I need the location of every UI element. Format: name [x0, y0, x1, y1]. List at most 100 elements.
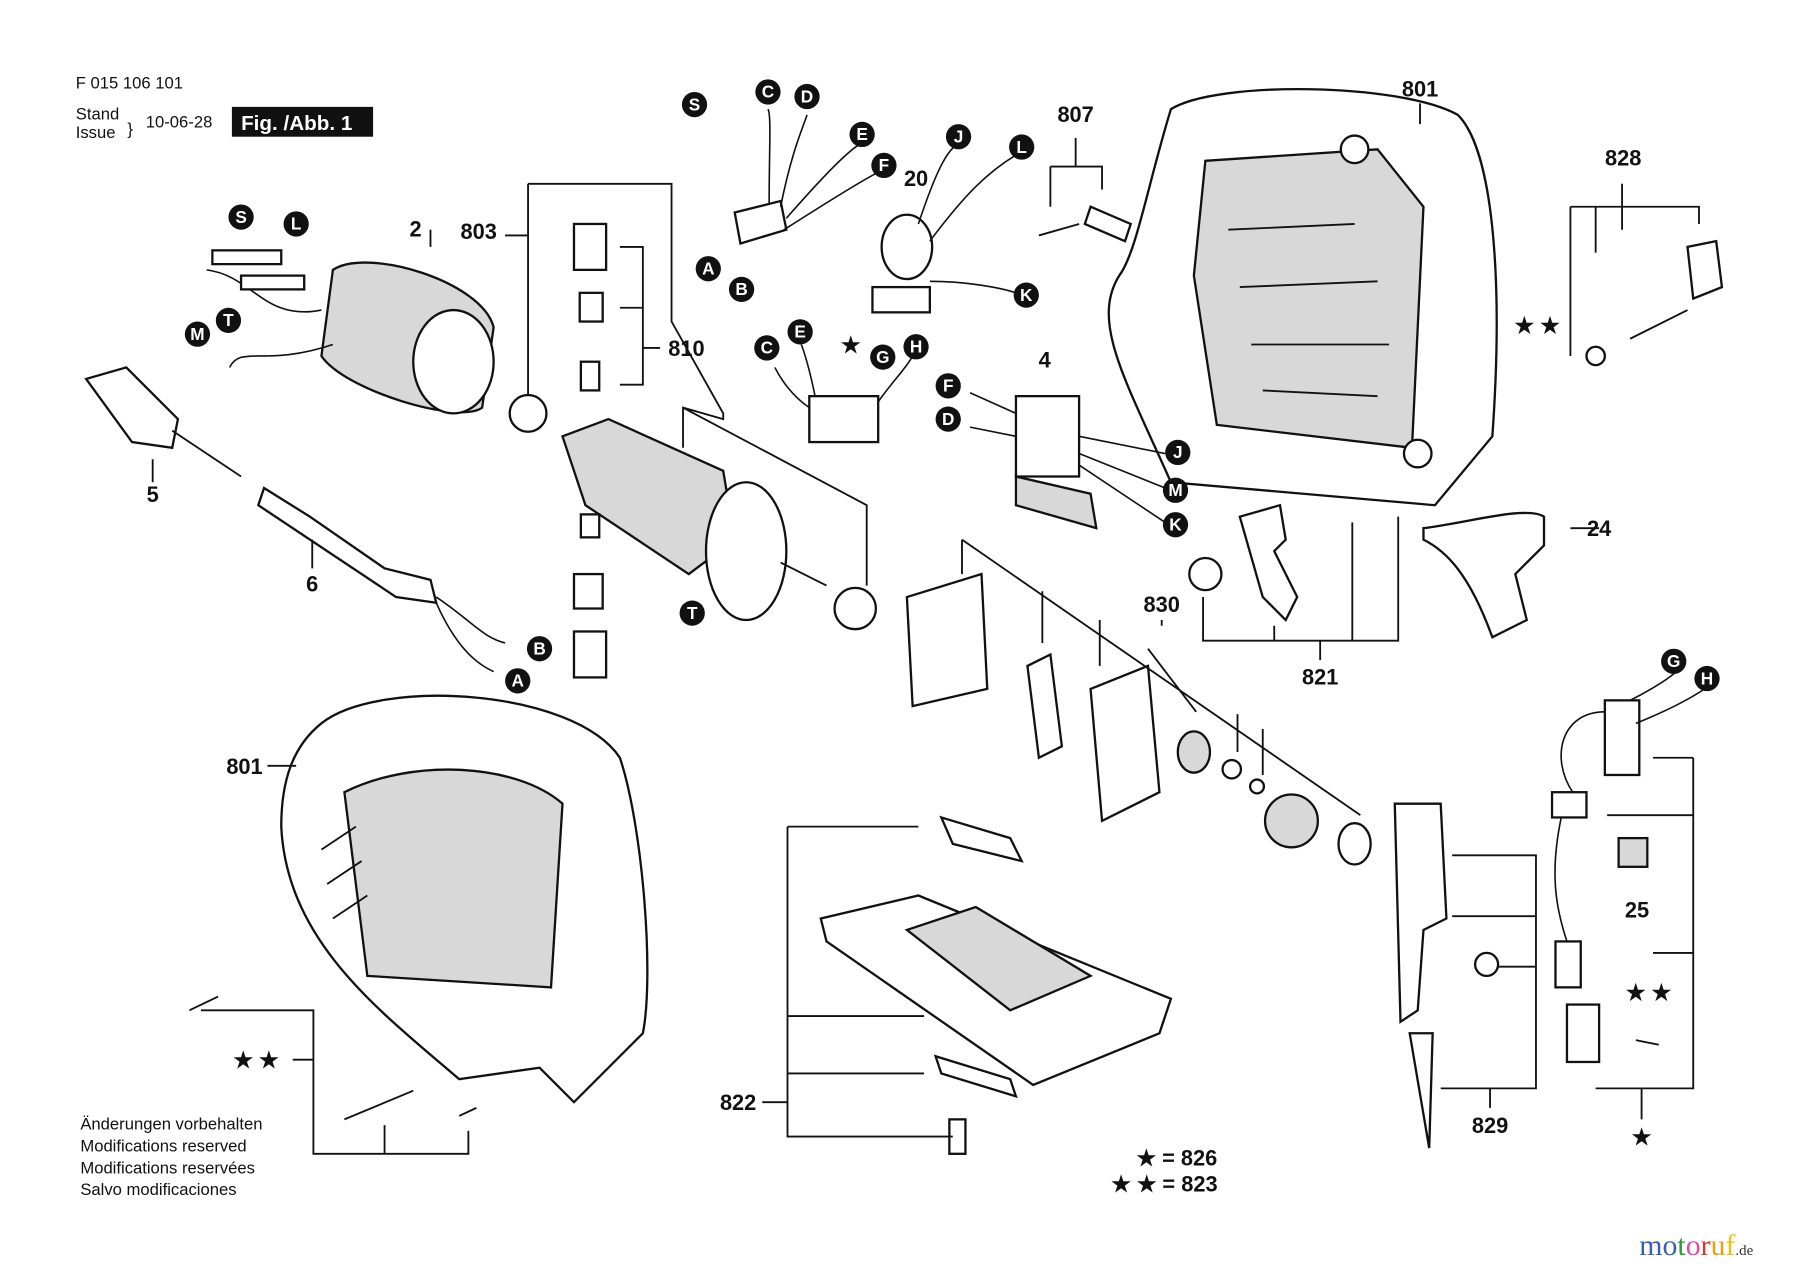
callout-e-circle	[849, 121, 875, 148]
legend-double-star: ★ ★ = 823	[1111, 1172, 1217, 1197]
callout-c: C	[761, 338, 773, 358]
part-number-5: 5	[147, 482, 159, 507]
callout-f-circle	[935, 373, 961, 399]
callout-k: K	[1169, 514, 1182, 534]
part-number-822: 822	[720, 1090, 756, 1115]
callout-b-circle	[728, 276, 755, 303]
part-number-830: 830	[1144, 592, 1180, 617]
star-marker: ★	[1632, 1125, 1652, 1150]
callout-c-circle	[755, 79, 781, 105]
armature	[561, 417, 827, 622]
callout-t-circle	[679, 600, 705, 626]
gear-assembly	[905, 572, 1372, 866]
part-number-810: 810	[668, 336, 704, 361]
part-number-20: 20	[904, 166, 928, 191]
part-number: F 015 106 101	[76, 73, 183, 92]
pendulum-lever	[1238, 503, 1299, 622]
callout-k-circle	[1013, 282, 1039, 308]
callout-h-circle	[903, 334, 929, 360]
wire-connectors	[733, 108, 879, 245]
callout-l: L	[291, 214, 302, 234]
power-cord	[84, 366, 242, 478]
callout-c-circle	[754, 335, 780, 361]
figure-badge	[231, 106, 374, 137]
callout-t-circle	[215, 307, 242, 334]
callout-b: B	[533, 638, 545, 658]
note-de: Änderungen vorbehalten	[80, 1115, 262, 1134]
legend-single-star: ★ = 826	[1136, 1145, 1217, 1170]
housing-half-left	[280, 694, 649, 1104]
callout-t: T	[223, 310, 234, 330]
issue-label: Issue	[76, 123, 116, 142]
callout-h: H	[910, 337, 922, 357]
brushes	[572, 222, 608, 679]
note-en: Modifications reserved	[80, 1137, 246, 1156]
switch	[969, 391, 1166, 530]
plunger-assembly	[1393, 802, 1500, 1149]
suppressor-20	[871, 142, 1017, 314]
callout-j: J	[1173, 442, 1183, 462]
callout-g-circle	[1661, 648, 1687, 674]
stator	[206, 249, 495, 415]
callout-l: L	[1016, 137, 1027, 157]
callout-j-circle	[1165, 439, 1191, 466]
callout-d-circle	[935, 406, 961, 432]
callout-l-circle	[1009, 134, 1035, 160]
part-number-821: 821	[1302, 664, 1338, 689]
bearing-lower	[833, 586, 878, 631]
callout-e-circle	[787, 319, 813, 345]
part-number-801: 801	[1402, 77, 1438, 102]
callout-k: K	[1020, 285, 1033, 305]
note-es: Salvo modificaciones	[80, 1180, 236, 1199]
callout-e: E	[794, 322, 805, 342]
callout-g: G	[876, 347, 889, 367]
part-number-6: 6	[306, 571, 318, 596]
callout-a-circle	[695, 256, 721, 282]
part-number-24: 24	[1587, 516, 1611, 541]
callout-j: J	[954, 126, 964, 146]
callout-s-circle	[228, 204, 254, 230]
stand-label: Stand	[76, 104, 119, 123]
callout-l-circle	[283, 211, 309, 237]
cable-sleeve	[256, 486, 506, 673]
issue-date: 10-06-28	[146, 113, 213, 132]
part-number-828: 828	[1605, 145, 1641, 170]
screws	[189, 995, 1659, 1121]
callout-d: D	[942, 409, 954, 429]
part-number-4: 4	[1039, 347, 1051, 372]
part-number-803: 803	[461, 219, 497, 244]
callout-f-circle	[871, 152, 897, 179]
callout-a: A	[512, 671, 524, 691]
part-number-25: 25	[1625, 897, 1649, 922]
callout-s: S	[235, 207, 246, 227]
note-fr: Modifications reservées	[80, 1158, 255, 1177]
callout-d-circle	[794, 83, 820, 110]
trigger	[1422, 511, 1546, 639]
callout-f: F	[943, 376, 954, 396]
double-star-marker: ★ ★	[233, 1048, 279, 1073]
callout-s-circle	[681, 91, 708, 118]
watermark-logo: motoruf.de	[1639, 1229, 1753, 1262]
base-plate	[819, 815, 1173, 1155]
callout-h-circle	[1694, 665, 1720, 692]
callout-k-circle	[1162, 512, 1189, 538]
brace: }	[127, 119, 133, 138]
double-star-marker: ★ ★	[1515, 313, 1561, 338]
housing-half-right	[1107, 88, 1498, 507]
callout-m-circle	[184, 321, 211, 347]
callout-b: B	[735, 279, 747, 299]
callout-s: S	[689, 94, 700, 114]
callout-f: F	[879, 155, 890, 175]
choke-coil	[774, 344, 914, 444]
part-number-2: 2	[409, 217, 421, 242]
electronic-module	[1550, 671, 1706, 1064]
double-star-marker: ★ ★	[1626, 980, 1672, 1005]
callout-m-circle	[1162, 477, 1189, 503]
part-number-829: 829	[1472, 1113, 1508, 1138]
callout-m: M	[1168, 480, 1182, 500]
callout-h: H	[1701, 668, 1713, 688]
lever	[1585, 239, 1724, 367]
callout-g-circle	[870, 344, 896, 370]
part-number-801: 801	[226, 754, 262, 779]
